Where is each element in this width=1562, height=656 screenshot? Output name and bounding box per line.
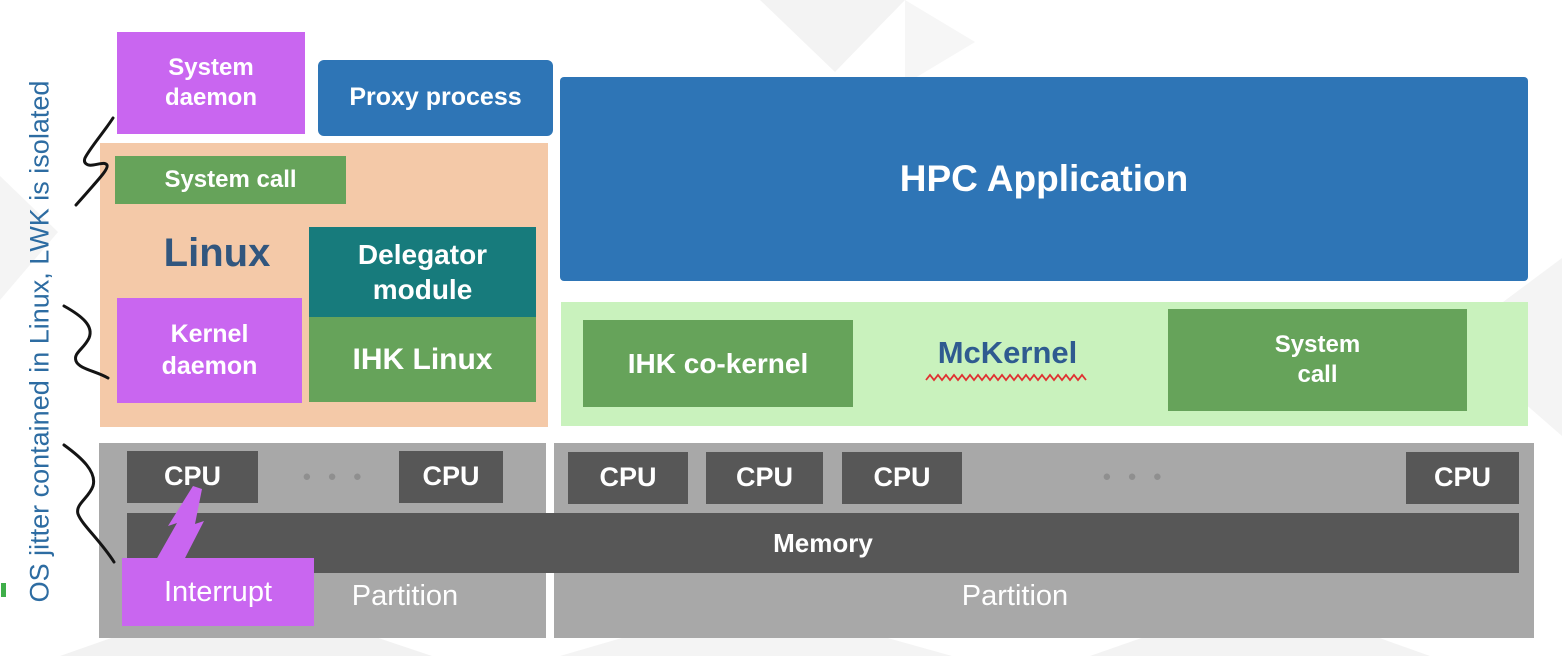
system-daemon-line2: daemon (164, 84, 257, 111)
kernel-daemon-line2: daemon (161, 351, 258, 380)
kernel-daemon-box: Kernel daemon (117, 298, 302, 403)
linux-os-name: Linux (163, 231, 271, 275)
cpu-box-linux-2: CPU (399, 451, 503, 503)
spellcheck-underline-icon (924, 373, 1087, 382)
cpu-label: CPU (1433, 462, 1491, 493)
delegator-line1: Delegator (357, 239, 488, 270)
edge-green-mark (1, 583, 6, 597)
mckernel-system-call-line1: System (1274, 331, 1361, 358)
cpu-box-linux-1: CPU (127, 451, 258, 503)
mckernel-system-call-box: System call (1168, 309, 1467, 411)
ellipsis-dots-left-icon: ● ● ● (302, 467, 368, 485)
partition-label-right: Partition (961, 579, 1069, 612)
os-jitter-annotation: OS jitter contained in Linux, LWK is iso… (8, 30, 72, 652)
cpu-label: CPU (735, 462, 793, 493)
hpc-application-box: HPC Application (560, 77, 1528, 281)
ihk-cokernel-box: IHK co-kernel (583, 320, 853, 407)
interrupt-label: Interrupt (164, 575, 272, 608)
kernel-daemon-line1: Kernel (170, 320, 249, 349)
ihk-linux-box: IHK Linux (309, 317, 536, 402)
cpu-label: CPU (599, 462, 657, 493)
ellipsis-dots-right-icon: ● ● ● (1102, 467, 1168, 485)
cpu-label: CPU (422, 461, 480, 492)
mckernel-os-name: McKernel (937, 334, 1078, 370)
cpu-label: CPU (873, 462, 931, 493)
system-daemon-line1: System (168, 54, 254, 81)
linux-os-label: Linux (152, 228, 282, 278)
cpu-box-mckernel-1: CPU (568, 452, 688, 504)
os-jitter-annotation-text: OS jitter contained in Linux, LWK is iso… (24, 80, 55, 602)
mckernel-system-call-line2: call (1297, 361, 1338, 388)
memory-bar: Memory (127, 513, 1519, 573)
linux-system-call-label: System call (164, 166, 297, 193)
proxy-process-box: Proxy process (318, 60, 553, 136)
partition-label-left: Partition (351, 579, 459, 612)
cpu-box-mckernel-2: CPU (706, 452, 823, 504)
mckernel-os-label: McKernel (915, 330, 1100, 386)
ihk-cokernel-label: IHK co-kernel (627, 348, 809, 379)
linux-system-call-box: System call (115, 156, 346, 204)
cpu-box-mckernel-4: CPU (1406, 452, 1519, 504)
delegator-line2: module (372, 274, 473, 305)
memory-label: Memory (773, 527, 873, 558)
cpu-box-mckernel-3: CPU (842, 452, 962, 504)
proxy-process-label: Proxy process (349, 83, 522, 112)
cpu-label: CPU (163, 461, 221, 492)
ihk-linux-label: IHK Linux (352, 342, 493, 376)
delegator-module-box: Delegator module (309, 227, 536, 317)
hpc-application-label: HPC Application (899, 157, 1189, 199)
system-daemon-box: System daemon (117, 32, 305, 134)
interrupt-box: Interrupt (122, 558, 314, 626)
